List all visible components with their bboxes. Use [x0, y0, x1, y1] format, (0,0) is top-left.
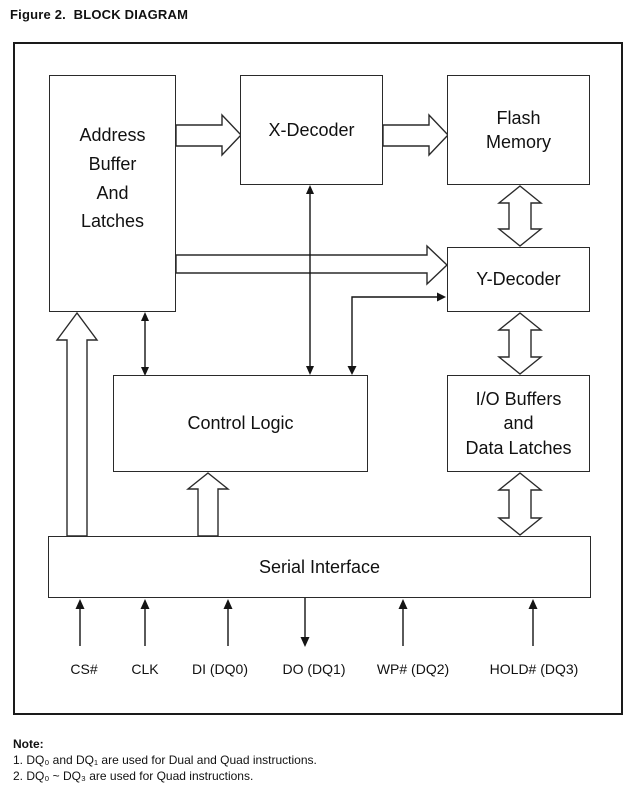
block-y-decoder: Y-Decoder: [447, 247, 590, 312]
thin-control-wires: [75, 185, 538, 647]
note-line-2: 2. DQ₀ ~ DQ₃ are used for Quad instructi…: [13, 769, 254, 783]
block-io-buffers: I/O Buffers and Data Latches: [447, 375, 590, 472]
block-io-buffers-label: I/O Buffers and Data Latches: [465, 389, 572, 458]
arrow-serial-to-control-icon: [186, 472, 230, 537]
block-address-buffer: Address Buffer And Latches: [49, 75, 176, 312]
arrow-serial-to-addr-icon: [55, 311, 99, 537]
arrow-io-serial-bidir-icon: [497, 472, 543, 536]
note-line-1: 1. DQ₀ and DQ₁ are used for Dual and Qua…: [13, 753, 317, 767]
arrow-addr-to-xdecoder-icon: [175, 113, 242, 157]
figure-title: Figure 2. BLOCK DIAGRAM: [10, 7, 189, 22]
note-block: Note: 1. DQ₀ and DQ₁ are used for Dual a…: [13, 736, 317, 784]
block-serial-interface: Serial Interface: [48, 536, 591, 598]
block-control-logic: Control Logic: [113, 375, 368, 472]
arrow-xdecoder-to-flash-icon: [382, 113, 449, 157]
arrow-addr-to-ydecoder-icon: [175, 244, 449, 286]
signal-label-di: DI (DQ0): [192, 661, 248, 677]
block-flash-memory-label: Flash Memory: [485, 107, 551, 152]
block-y-decoder-label: Y-Decoder: [476, 269, 561, 290]
signal-label-do: DO (DQ1): [282, 661, 346, 677]
block-x-decoder-label: X-Decoder: [268, 119, 355, 140]
arrow-flash-ydecoder-bidir-icon: [497, 185, 543, 247]
block-flash-memory: Flash Memory: [447, 75, 590, 185]
block-serial-interface-label: Serial Interface: [258, 556, 381, 577]
signal-label-cs: CS#: [70, 661, 98, 677]
diagram-frame: [13, 42, 623, 715]
signal-label-clk: CLK: [131, 661, 159, 677]
block-x-decoder: X-Decoder: [240, 75, 383, 185]
note-title: Note:: [13, 737, 44, 751]
hollow-bus-arrows: [55, 113, 543, 537]
arrow-ydecoder-io-bidir-icon: [497, 312, 543, 375]
block-control-logic-label: Control Logic: [187, 413, 294, 434]
signal-label-hold: HOLD# (DQ3): [489, 661, 579, 677]
block-address-buffer-label: Address Buffer And Latches: [79, 124, 146, 232]
signal-label-wp: WP# (DQ2): [376, 661, 450, 677]
